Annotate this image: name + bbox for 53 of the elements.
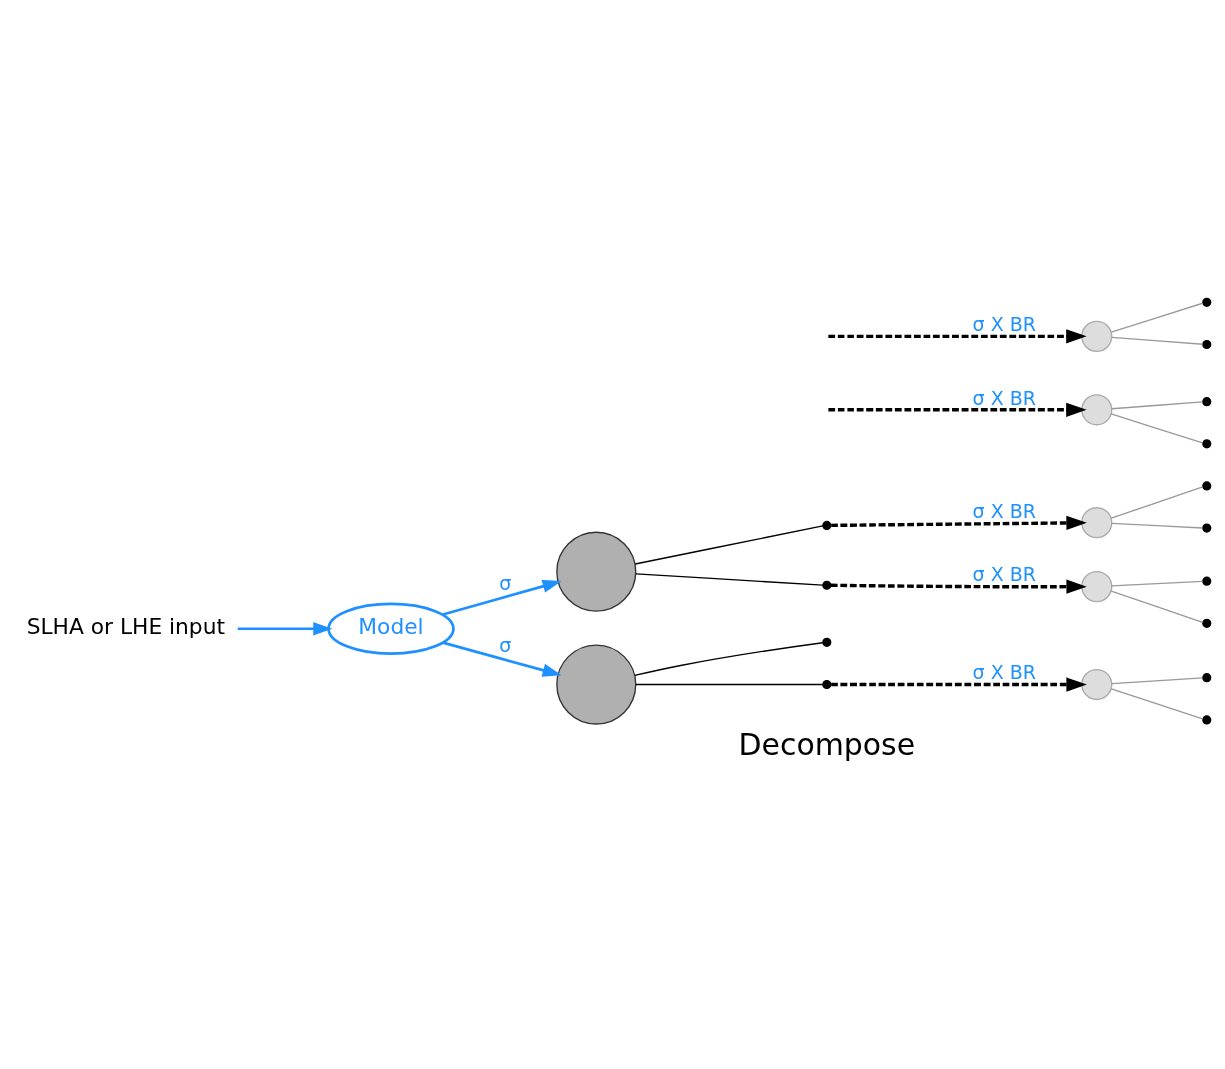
node-dot [1202, 480, 1212, 491]
connector [1111, 676, 1204, 684]
edge-label: σ [499, 571, 512, 594]
connector [634, 524, 824, 565]
edge-label: σ X BR [972, 660, 1037, 683]
arrow [442, 579, 562, 616]
node-dot [1202, 672, 1212, 682]
arrow [828, 402, 1087, 417]
arrow [237, 621, 333, 635]
connector [1111, 400, 1204, 409]
node-text: SLHA or LHE input [26, 613, 225, 639]
node-dot [822, 580, 832, 590]
label: Decompose [738, 726, 916, 762]
node-dot [1202, 618, 1212, 628]
node-dot [1202, 714, 1212, 724]
edge-label: σ [499, 633, 512, 656]
node-dot [822, 679, 832, 689]
node-circle [556, 531, 637, 612]
node-dot [1202, 396, 1212, 406]
node-circle [1081, 570, 1113, 602]
arrow [831, 515, 1087, 530]
node-circle [1081, 668, 1113, 700]
edge-label: σ X BR [972, 386, 1037, 409]
edge-label: σ X BR [972, 312, 1037, 335]
connector [1111, 522, 1204, 529]
node-dot [1202, 523, 1212, 533]
node-dot [1202, 576, 1212, 586]
edge-label: σ X BR [972, 499, 1037, 522]
node-circle [1081, 393, 1113, 425]
arrow [442, 640, 562, 677]
connector [1110, 485, 1204, 519]
node-dot [1202, 438, 1212, 448]
connector [1110, 589, 1204, 623]
node-dot [1202, 297, 1212, 307]
connector [634, 641, 824, 676]
node-ellipse: Model [327, 602, 455, 655]
connector [1111, 580, 1204, 587]
connector [1110, 412, 1204, 444]
node-dot [822, 520, 832, 530]
node-dot [822, 637, 832, 647]
node-circle [1081, 506, 1113, 538]
connector [635, 683, 824, 685]
connector [635, 572, 824, 586]
connector [1110, 687, 1204, 720]
arrow [830, 579, 1087, 594]
node-circle [1081, 320, 1113, 352]
arrow [828, 328, 1087, 343]
arrow [831, 676, 1087, 692]
node-dot [1202, 339, 1212, 349]
connector [1110, 302, 1204, 333]
edge-label: σ X BR [972, 562, 1037, 585]
node-circle [556, 643, 637, 725]
connector [1111, 336, 1204, 345]
